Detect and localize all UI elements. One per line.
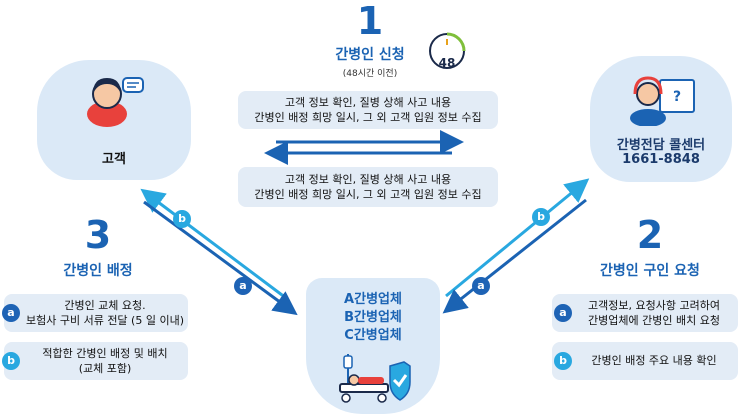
step2-item-a-badge: a <box>554 304 572 322</box>
arrow-label-right-a: a <box>472 277 490 295</box>
step2-number: 2 <box>636 213 664 257</box>
hospital-bed-icon <box>339 354 411 403</box>
callcenter-title: 간병전담 콜센터 <box>616 138 706 153</box>
step3-item-a-line2: 보험사 구비 서류 전달 (5 일 이내) <box>25 314 184 327</box>
callcenter-phone: 1661-8848 <box>622 152 700 167</box>
step3-item-b-line1: 적합한 간병인 배정 및 배치 <box>42 347 168 360</box>
step3-item-a-badge: a <box>2 304 20 322</box>
svg-text:?: ? <box>673 89 681 105</box>
vendor-c: C간병업체 <box>344 328 402 343</box>
step2-item-a: a 고객정보, 요청사항 고려하여 간병업체에 간병인 배치 요청 <box>552 294 738 332</box>
customer-node: 고객 <box>37 60 191 180</box>
step1-card-top: 고객 정보 확인, 질병 상해 사고 내용 간병인 배정 희망 일시, 그 외 … <box>238 91 498 129</box>
step1-card-bottom-line2: 간병인 배정 희망 일시, 그 외 고객 입원 정보 수집 <box>254 188 482 201</box>
step1-subtitle: (48시간 이전) <box>342 69 398 79</box>
arrow-label-left-a: a <box>234 277 252 295</box>
arrow-label-right-b: b <box>532 208 550 226</box>
step1-card-bottom: 고객 정보 확인, 질병 상해 사고 내용 간병인 배정 희망 일시, 그 외 … <box>238 167 498 207</box>
step3-title: 간병인 배정 <box>63 263 133 279</box>
vendor-b: B간병업체 <box>344 310 402 325</box>
step1-card-bottom-line1: 고객 정보 확인, 질병 상해 사고 내용 <box>284 173 452 186</box>
vendor-a: A간병업체 <box>344 292 402 307</box>
step3-item-a-text: 간병인 교체 요청. 보험사 구비 서류 전달 (5 일 이내) <box>22 298 188 328</box>
step1-title: 간병인 신청 <box>335 47 405 63</box>
arrow-left-a <box>143 200 298 316</box>
arrow-left-b <box>140 188 287 300</box>
clock-48-icon <box>429 32 466 69</box>
customer-label: 고객 <box>102 152 126 167</box>
customer-icon <box>87 77 144 127</box>
step2-item-a-text: 고객정보, 요청사항 고려하여 간병업체에 간병인 배치 요청 <box>572 298 736 328</box>
step1-number: 1 <box>356 0 384 43</box>
step2-item-b-line1: 간병인 배정 주요 내용 확인 <box>591 354 717 367</box>
step3-item-b-text: 적합한 간병인 배정 및 배치 (교체 포함) <box>22 346 188 376</box>
step1-card-top-line2: 간병인 배정 희망 일시, 그 외 고객 입원 정보 수집 <box>254 111 482 124</box>
step2-item-b-badge: b <box>554 352 572 370</box>
step3-item-b-badge: b <box>2 352 20 370</box>
step2-item-a-line2: 간병업체에 간병인 배치 요청 <box>588 314 720 327</box>
vendors-node: A간병업체 B간병업체 C간병업체 <box>306 278 440 414</box>
step2-item-a-line1: 고객정보, 요청사항 고려하여 <box>588 299 720 312</box>
step2-item-b-text: 간병인 배정 주요 내용 확인 <box>572 353 736 368</box>
step3-item-b: b 적합한 간병인 배정 및 배치 (교체 포함) <box>2 342 188 380</box>
step3-number: 3 <box>84 213 112 257</box>
clock-value: 48 <box>438 56 456 70</box>
callcenter-node: ? 간병전담 콜센터 1661-8848 <box>590 56 732 182</box>
step2-title: 간병인 구인 요청 <box>600 263 700 279</box>
step3-item-a: a 간병인 교체 요청. 보험사 구비 서류 전달 (5 일 이내) <box>2 294 188 332</box>
step1-card-top-line1: 고객 정보 확인, 질병 상해 사고 내용 <box>284 96 452 109</box>
arrow-right-b <box>445 178 590 298</box>
step2-item-b: b 간병인 배정 주요 내용 확인 <box>552 342 738 380</box>
step3-item-a-line1: 간병인 교체 요청. <box>64 299 146 312</box>
callcenter-icon: ? <box>630 76 695 126</box>
step3-item-b-line2: (교체 포함) <box>78 362 132 375</box>
arrow-label-left-b: b <box>173 210 191 228</box>
